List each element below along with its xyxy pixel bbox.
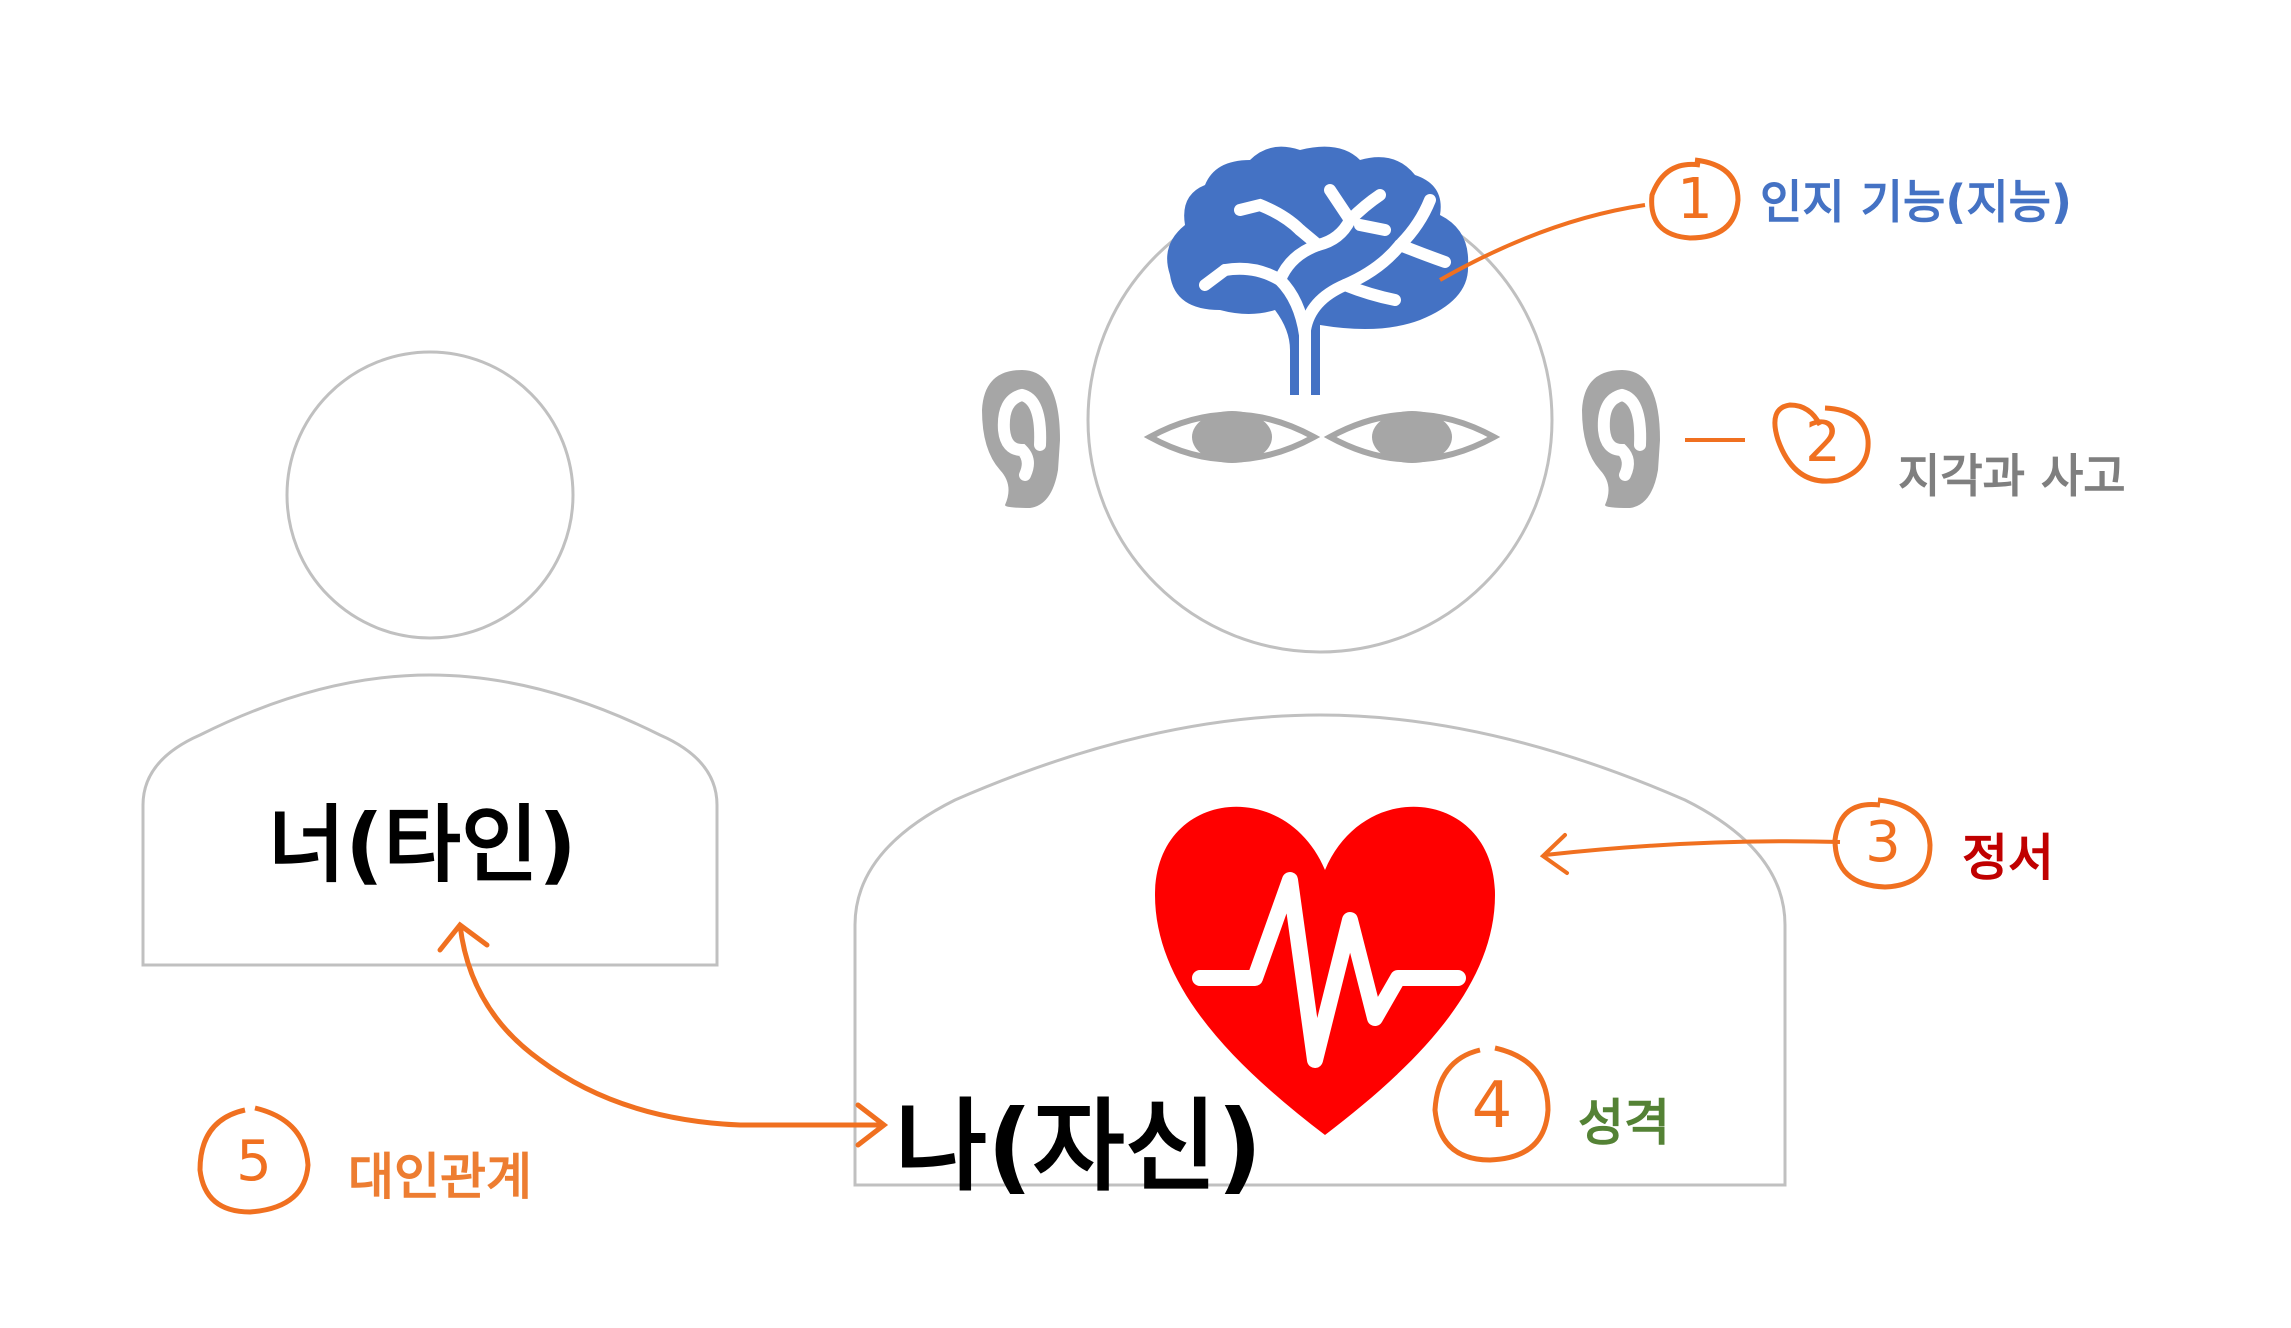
annotation-3-number: 3 <box>1865 810 1901 875</box>
self-body <box>853 713 1787 1187</box>
annotation-3-arrow <box>1544 839 1841 857</box>
annotation-1-number: 1 <box>1677 167 1713 232</box>
annotation-1-label: 인지 기능(지능) <box>1760 175 2072 229</box>
eye-icon <box>1323 411 1501 463</box>
annotation-3-arrowhead <box>1539 833 1569 875</box>
relationship-arrowhead-top <box>437 921 490 953</box>
relationship-arrow <box>457 924 880 1128</box>
annotation-2-label: 지각과 사고 <box>1898 449 2126 503</box>
annotation-4-number: 4 <box>1471 1069 1513 1143</box>
ear-icon <box>982 370 1060 508</box>
annotation-4-circle <box>1432 1045 1551 1163</box>
annotation-2-number: 2 <box>1805 410 1841 475</box>
annotation-5-number: 5 <box>236 1129 272 1194</box>
other-person-body <box>141 673 719 967</box>
relationship-arrowhead-right <box>855 1102 889 1148</box>
annotation-5-circle <box>197 1105 311 1215</box>
annotation-3-circle <box>1832 797 1933 890</box>
heart-pulse-icon <box>1155 806 1495 1135</box>
ear-icon <box>1582 370 1660 508</box>
brain-icon <box>1167 146 1469 401</box>
annotation-1-circle <box>1649 157 1741 241</box>
annotation-3-label: 정서 <box>1962 829 2054 887</box>
other-person-label: 너(타인) <box>268 796 577 894</box>
eye-icon <box>1143 411 1321 463</box>
annotation-5-label: 대인관계 <box>348 1148 532 1206</box>
other-person-head <box>285 350 575 640</box>
annotation-1-leader <box>1439 203 1646 282</box>
annotation-2-circle <box>1772 402 1871 484</box>
self-label: 나(자신) <box>895 1088 1263 1205</box>
annotation-4-label: 성격 <box>1578 1094 1670 1152</box>
